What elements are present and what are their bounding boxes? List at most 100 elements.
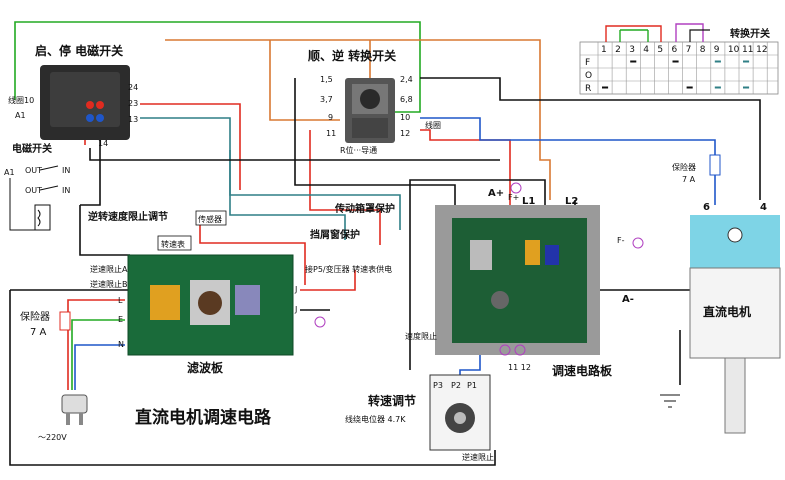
pot-sub: 线绕电位器 4.7K bbox=[345, 414, 406, 424]
wires bbox=[9, 21, 761, 466]
wire-orange-top bbox=[165, 39, 551, 200]
wire-red-j bbox=[300, 270, 356, 291]
board-l2: L2 bbox=[565, 196, 578, 207]
fr-left-3: 9 bbox=[328, 113, 333, 122]
fr-right-2: 6,8 bbox=[400, 95, 413, 104]
fuse-main: 保险器 7 A bbox=[20, 310, 71, 338]
filter-sensor-note: 接P5/变压器 转速表供电 bbox=[305, 264, 392, 274]
board-a-minus: A- bbox=[622, 294, 634, 305]
filter-N: N bbox=[118, 340, 124, 349]
filter-limit-a: 逆速限止A bbox=[90, 264, 128, 274]
filter-J2: J bbox=[294, 305, 297, 314]
wire-green-e bbox=[71, 319, 125, 390]
table-header: 5 bbox=[657, 45, 663, 55]
table-header: 8 bbox=[700, 45, 706, 55]
transfer-table-label: 转换开关 bbox=[730, 27, 770, 40]
table-header: 1 bbox=[601, 45, 607, 55]
fr-left-1: 1,5 bbox=[320, 75, 333, 84]
tacho-label: 转速表 bbox=[161, 239, 185, 249]
table-header: 12 bbox=[756, 45, 767, 55]
wire-red-l bbox=[67, 299, 125, 390]
table-header: 10 bbox=[728, 45, 740, 55]
pot-p3: P3 bbox=[433, 381, 443, 390]
filter-limit-b: 逆速限止B bbox=[90, 279, 128, 289]
wire-black-7 bbox=[80, 140, 101, 206]
board-f-minus: F- bbox=[617, 236, 625, 245]
guard-drive: 传动箱罩保护 bbox=[334, 202, 395, 215]
em-switch-label: 电磁开关 bbox=[12, 142, 52, 155]
filter-L: L bbox=[118, 296, 123, 305]
pot-p2: P2 bbox=[451, 381, 461, 390]
fuse-motor-value: 7 A bbox=[682, 175, 696, 184]
coil-10-label: 线圈10 bbox=[8, 95, 34, 105]
board-11-12: 11 12 bbox=[508, 363, 531, 372]
term-23: 23 bbox=[128, 99, 138, 108]
filter-J1: J bbox=[294, 285, 297, 294]
reverse-speed-label: 逆转速度限止调节 bbox=[88, 210, 168, 223]
wire-red-2 bbox=[309, 130, 381, 245]
fr-right-1: 2,4 bbox=[400, 75, 413, 84]
pot-label: 转速调节 bbox=[368, 393, 416, 408]
term-14: 14 bbox=[98, 139, 108, 148]
wire-black-1 bbox=[294, 78, 456, 205]
fuse-motor: 保险器 7 A bbox=[672, 154, 721, 184]
power-plug: ～220V bbox=[38, 394, 88, 442]
wire-blue-4 bbox=[74, 344, 125, 390]
speed-pot: 转速调节 线绕电位器 4.7K P3 P2 P1 逆速限止 bbox=[345, 374, 494, 462]
fuse-main-value: 7 A bbox=[30, 327, 47, 338]
fr-left-2: 3,7 bbox=[320, 95, 333, 104]
motor-t6: 6 bbox=[703, 202, 710, 213]
table-row-label: R bbox=[585, 84, 591, 94]
fr-coil-label: 线圈 bbox=[425, 120, 441, 130]
wire-green bbox=[14, 21, 421, 113]
term-24: 24 bbox=[128, 83, 138, 92]
board-f-plus: F+ bbox=[508, 193, 519, 202]
em-in-1: IN bbox=[62, 166, 70, 175]
fr-right-3: 10 bbox=[400, 113, 410, 122]
wire-teal-2 bbox=[229, 150, 401, 230]
table-header: 6 bbox=[672, 45, 678, 55]
filter-board: 滤波板 L E N J J 逆速限止A 逆速限止B 接P5/变压器 转速表供电 bbox=[90, 254, 392, 375]
pot-limit: 逆速限止 bbox=[462, 452, 494, 462]
wire-black-4 bbox=[79, 205, 130, 256]
board-l1: L1 bbox=[522, 196, 535, 207]
fuse-main-label: 保险器 bbox=[20, 310, 50, 323]
table-header: 7 bbox=[686, 45, 692, 55]
start-stop-label: 启、停 电磁开关 bbox=[35, 43, 123, 58]
wire-black-3 bbox=[89, 148, 500, 161]
em-in-2: IN bbox=[62, 186, 70, 195]
filter-E: E bbox=[118, 315, 123, 324]
motor-label: 直流电机 bbox=[703, 304, 751, 319]
table-row-label: O bbox=[585, 71, 592, 81]
plug-voltage: ～220V bbox=[38, 433, 67, 442]
wire-black-2 bbox=[420, 77, 761, 200]
em-switch-symbol: 电磁开关 OUT IN OUT IN A1 bbox=[4, 142, 70, 231]
motor: 直流电机 6 4 bbox=[660, 202, 781, 434]
wire-red-3 bbox=[420, 129, 511, 205]
fuse-motor-label: 保险器 bbox=[672, 162, 696, 172]
wire-blue-1 bbox=[420, 117, 716, 155]
table-header: 9 bbox=[714, 45, 720, 55]
em-out-1: OUT bbox=[25, 166, 42, 175]
a1-label: A1 bbox=[15, 111, 26, 120]
fwd-rev-switch: 顺、逆 转换开关 1,5 3,7 9 11 2,4 6,8 10 12 线圈 R… bbox=[308, 48, 441, 155]
table-header: 2 bbox=[615, 45, 621, 55]
sensor-label: 传感器 bbox=[198, 214, 222, 224]
fr-position-label: R位···导通 bbox=[340, 145, 377, 155]
filter-label: 滤波板 bbox=[187, 360, 224, 375]
guard-window: 挡屑窗保护 bbox=[310, 228, 360, 241]
table-row-label: F bbox=[585, 58, 590, 68]
table-header: 3 bbox=[629, 45, 635, 55]
motor-t4: 4 bbox=[760, 202, 767, 213]
wire-orange-down bbox=[269, 40, 340, 121]
diagram-title: 直流电机调速电路 bbox=[135, 407, 272, 428]
em-out-2: OUT bbox=[25, 186, 42, 195]
em-a1: A1 bbox=[4, 168, 15, 177]
term-13: 13 bbox=[128, 115, 138, 124]
fr-left-4: 11 bbox=[326, 129, 336, 138]
fwd-rev-label: 顺、逆 转换开关 bbox=[308, 48, 396, 63]
wire-black-10 bbox=[409, 179, 546, 370]
table-header: 4 bbox=[643, 45, 649, 55]
